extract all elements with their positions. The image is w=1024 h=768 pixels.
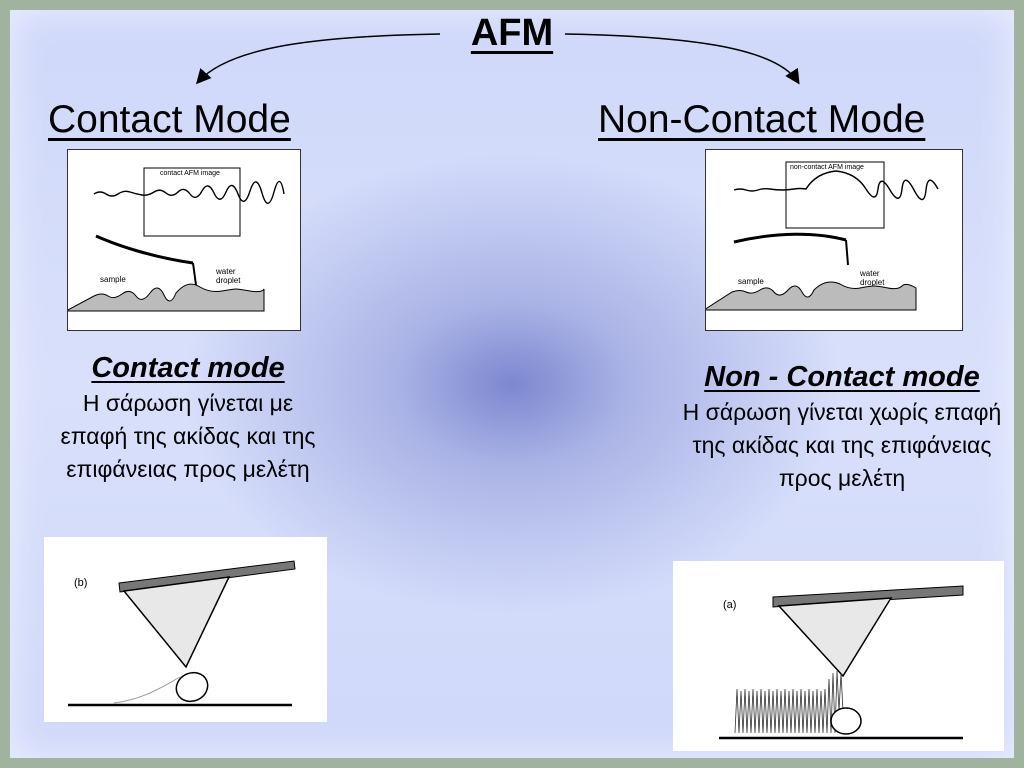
noncontact-tip-label: (a) — [723, 599, 736, 611]
contact-afm-diagram: contact AFM image sample water droplet — [65, 149, 301, 331]
arrow-left — [196, 33, 441, 85]
contact-water-label: water — [215, 267, 236, 276]
noncontact-sample-label: sample — [738, 277, 764, 286]
contact-description: Contact mode Η σάρωση γίνεται με επαφή τ… — [48, 352, 328, 486]
title-arrows — [196, 33, 800, 85]
noncontact-droplet-label: droplet — [860, 278, 885, 287]
contact-droplet-label: droplet — [216, 276, 241, 285]
arrow-right — [564, 33, 800, 85]
noncontact-afm-diagram: non-contact AFM image sample water dropl… — [702, 149, 963, 331]
contact-image-label: contact AFM image — [160, 170, 220, 177]
noncontact-mode-heading: Non-Contact Mode — [598, 98, 926, 141]
noncontact-description: Non - Contact mode Η σάρωση γίνεται χωρί… — [672, 361, 1012, 495]
noncontact-image-label: non-contact AFM image — [790, 164, 864, 171]
contact-sample-label: sample — [100, 275, 126, 284]
contact-tip-label: (b) — [74, 577, 87, 589]
contact-mode-heading: Contact Mode — [48, 98, 291, 141]
noncontact-desc-text: Η σάρωση γίνεται χωρίς επαφή της ακίδας … — [682, 399, 1002, 491]
contact-desc-text: Η σάρωση γίνεται με επαφή της ακίδας και… — [60, 390, 316, 482]
contact-tip-diagram: (b) — [44, 537, 327, 722]
slide-title: AFM — [470, 12, 554, 54]
noncontact-tip-diagram: (a) — [673, 561, 1004, 751]
noncontact-water-label: water — [859, 269, 880, 278]
contact-desc-title: Contact mode — [91, 352, 285, 384]
noncontact-desc-title: Non - Contact mode — [704, 361, 980, 393]
